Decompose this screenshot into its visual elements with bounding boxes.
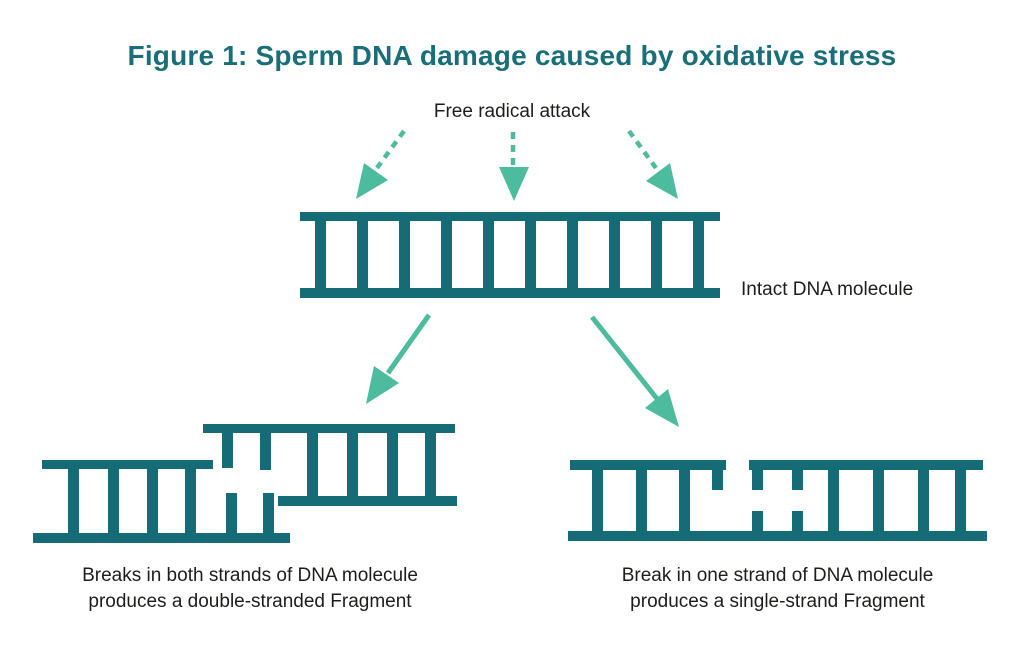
caption-line: produces a double-stranded Fragment xyxy=(88,591,412,612)
figure-title: Figure 1: Sperm DNA damage caused by oxi… xyxy=(127,40,897,71)
break-arrow-left-icon xyxy=(366,313,432,404)
single-strand-break-ladder xyxy=(568,460,987,541)
free-radical-arrow-left-icon xyxy=(356,129,406,199)
double-strand-break-ladder xyxy=(33,424,457,543)
intact-dna-ladder xyxy=(300,212,720,298)
caption-line: produces a single-strand Fragment xyxy=(630,591,925,612)
break-arrow-right-icon xyxy=(590,315,679,427)
free-radical-arrow-right-icon xyxy=(627,129,678,199)
single-strand-break-caption: Break in one strand of DNA molecule prod… xyxy=(560,563,995,615)
free-radical-attack-label: Free radical attack xyxy=(433,101,591,122)
free-radical-arrow-middle-icon xyxy=(499,132,529,201)
intact-dna-label: Intact DNA molecule xyxy=(741,279,914,300)
caption-line: Break in one strand of DNA molecule xyxy=(621,565,934,586)
caption-line: Breaks in both strands of DNA molecule xyxy=(82,565,418,586)
double-strand-break-caption: Breaks in both strands of DNA molecule p… xyxy=(30,563,470,615)
